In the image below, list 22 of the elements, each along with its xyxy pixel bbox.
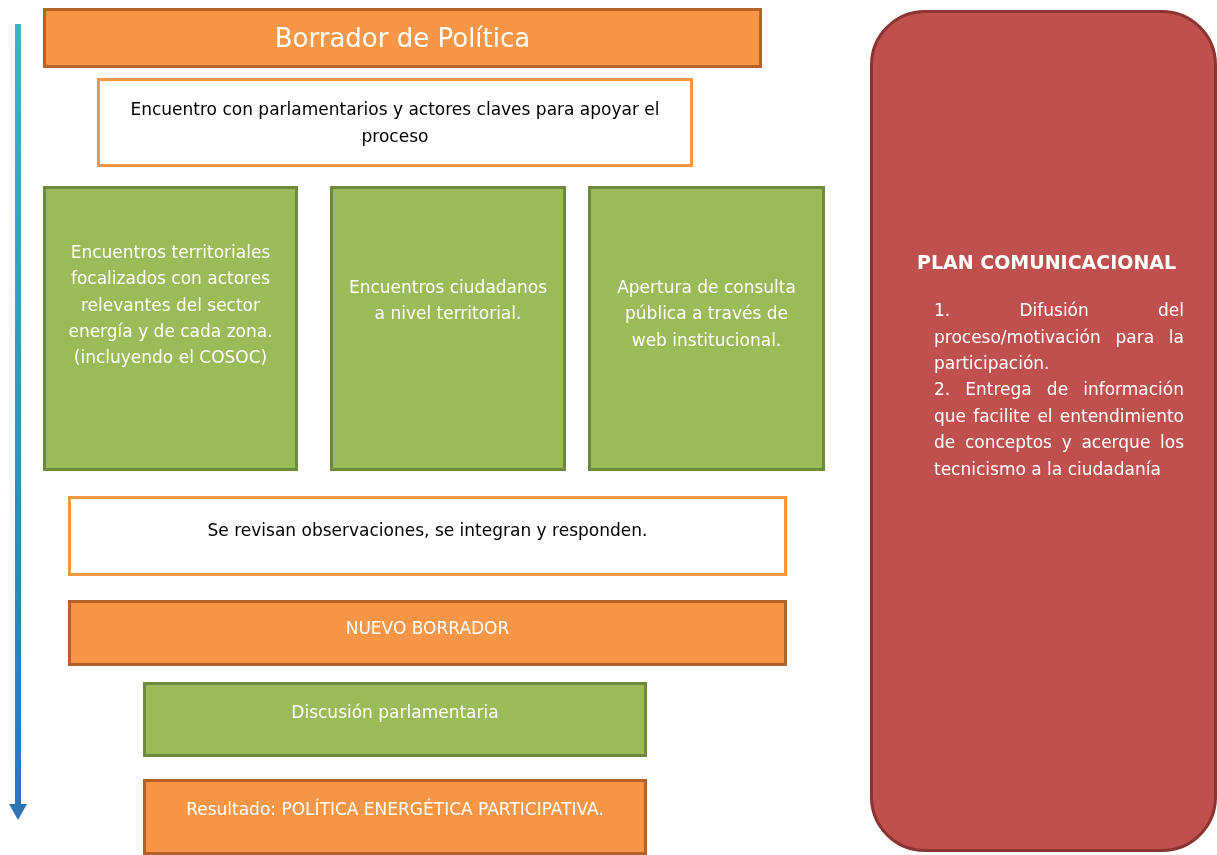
list-item: 2. Entrega de información que facilite el entendimiento de conceptos y acerque los tecnicismo a la ciudadanía <box>934 378 1184 481</box>
node-label: Encuentro con parlamentarios y actores claves para apoyar el proceso <box>129 98 661 148</box>
node-label: Apertura de consulta pública a través de web institucional. <box>616 276 797 352</box>
process-box <box>143 682 647 757</box>
process-box <box>330 186 566 471</box>
side-panel <box>870 10 1217 852</box>
process-box <box>43 186 298 471</box>
process-box <box>97 78 693 167</box>
node-label: Discusión parlamentaria <box>291 701 499 724</box>
node-label: Borrador de Política <box>274 21 531 55</box>
process-box <box>588 186 825 471</box>
process-box <box>68 600 787 666</box>
node-label: Encuentros ciudadanos a nivel territorial. <box>347 276 549 326</box>
panel-heading: PLAN COMUNICACIONAL <box>917 250 1177 275</box>
process-box <box>68 496 787 576</box>
list-item: 1. Difusión del proceso/motivación para la participación. <box>934 299 1184 376</box>
process-box <box>43 8 762 68</box>
node-label: NUEVO BORRADOR <box>345 617 510 640</box>
process-box <box>143 779 647 855</box>
node-label: Resultado: POLÍTICA ENERGÉTICA PARTICIPATIVA. <box>186 797 604 821</box>
node-label: Se revisan observaciones, se integran y responden. <box>207 519 648 542</box>
node-label: Encuentros territoriales focalizados con actores relevantes del sector energía y de cada zona. (incluyendo el COSOC) <box>67 241 274 370</box>
